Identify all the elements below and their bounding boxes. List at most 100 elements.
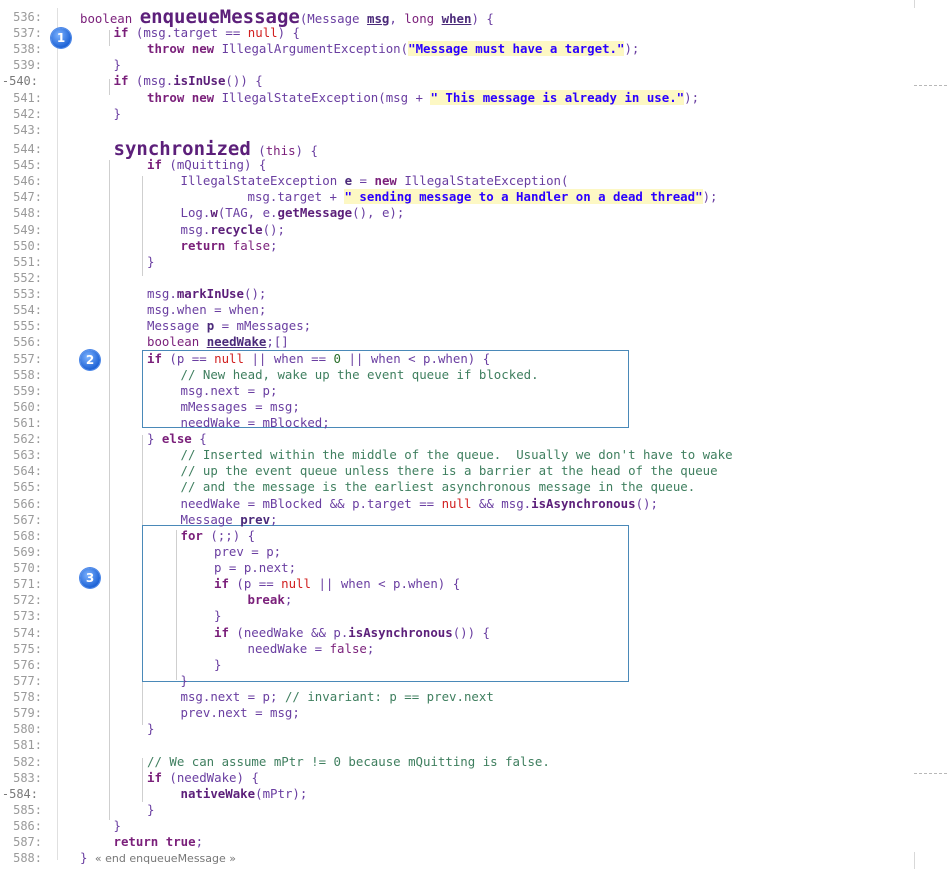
code-line: 575:needWake = false;: [0, 641, 947, 657]
line-code: p = p.next;: [214, 560, 297, 576]
line-number: 554:: [13, 303, 42, 318]
code-line: -584:nativeWake(mPtr);: [0, 786, 947, 802]
line-number: 552:: [13, 270, 42, 285]
line-number: 571:: [13, 577, 42, 592]
line-code: needWake = mBlocked;: [180, 415, 330, 430]
line-code: throw new IllegalArgumentException("Mess…: [147, 41, 640, 57]
code-line: 553:msg.markInUse();: [0, 286, 947, 302]
line-code: if (mQuitting) {: [147, 157, 267, 173]
code-line: 568:for (;;) {: [0, 528, 947, 544]
code-line: 557: if (p == null || when == 0 || when <…: [0, 351, 947, 367]
line-code: }: [147, 721, 155, 737]
line-code: throw new IllegalStateException(msg + " …: [147, 89, 700, 105]
code-line: 570: p = p.next;: [0, 560, 947, 576]
code-line: 554: msg.when = when;: [0, 302, 947, 318]
line-code: }: [214, 656, 222, 672]
line-number: 555:: [13, 319, 42, 334]
code-line: 566: needWake = mBlocked && p.target == n…: [0, 496, 947, 512]
line-number: 539:: [13, 58, 42, 73]
code-line: 560:mMessages = msg;: [0, 399, 947, 415]
code-line: 565:// and the message is the earliest a…: [0, 479, 947, 495]
code-line: 548:Log.w(TAG, e.getMessage(), e);: [0, 205, 947, 221]
line-code: if (p == null || when == 0 || when < p.w…: [147, 350, 491, 366]
line-number: 561:: [13, 416, 42, 430]
line-number: 578:: [13, 690, 42, 705]
code-line: 574: if (needWake && p.isAsynchronous()) …: [0, 625, 947, 641]
code-line: 544:synchronized (this) {: [0, 139, 947, 158]
step-marker-3: 3: [80, 568, 100, 588]
highlight-box-for-loop: [142, 525, 629, 682]
gutter-separator: [57, 8, 58, 860]
code-line: 549:msg.recycle();: [0, 222, 947, 238]
line-number: 573:: [13, 609, 42, 624]
line-number: 565:: [13, 480, 42, 495]
scrollbar-edge-top: [914, 0, 915, 8]
line-code: prev.next = msg;: [180, 705, 300, 721]
line-number: -584:: [1, 786, 38, 801]
code-line: 588:} « end enqueueMessage »: [0, 850, 947, 866]
line-code: // Inserted within the middle of the que…: [180, 447, 733, 463]
line-number: 546:: [13, 174, 42, 189]
line-code: IllegalStateException e = new IllegalSta…: [180, 173, 569, 189]
block-guide: [142, 758, 143, 802]
code-line: 556:boolean needWake;[]: [0, 334, 947, 350]
code-line: 537:if (msg.target == null) {: [0, 25, 947, 41]
line-code: needWake = false;: [247, 640, 375, 656]
line-code: if (msg.target == null) {: [113, 25, 301, 41]
code-line: 579: prev.next = msg;: [0, 705, 947, 721]
line-number: 563:: [13, 448, 42, 463]
line-code: Log.w(TAG, e.getMessage(), e);: [180, 205, 405, 221]
line-number: 570:: [13, 561, 42, 576]
line-number: 564:: [13, 464, 42, 479]
line-code: needWake = mBlocked && p.target == null …: [180, 495, 658, 511]
block-guide: [109, 30, 110, 46]
code-line: 545: if (mQuitting) {: [0, 157, 947, 173]
line-number: 543:: [13, 122, 42, 137]
line-code: }: [113, 818, 121, 833]
line-code: msg.next = p; // invariant: p == prev.ne…: [180, 689, 494, 705]
line-number: 547:: [13, 190, 42, 205]
line-number: 558:: [13, 367, 42, 382]
step-marker-2: 2: [80, 350, 100, 370]
line-code: msg.target + " sending message to a Hand…: [247, 189, 718, 205]
code-line: 536:boolean enqueueMessage(Message msg, …: [0, 8, 947, 27]
line-code: mMessages = msg;: [180, 398, 300, 414]
block-guide: [109, 160, 110, 820]
line-code: boolean needWake;[]: [147, 334, 289, 350]
line-number: 587:: [13, 835, 42, 850]
line-number: 581:: [13, 738, 42, 753]
line-code: msg.when = when;: [147, 302, 267, 318]
line-number: 551:: [13, 254, 42, 269]
line-code: }: [147, 801, 155, 817]
line-code: }: [147, 253, 155, 269]
code-line: 587:return true;: [0, 834, 947, 850]
line-code: }: [180, 672, 188, 688]
line-code: prev = p;: [214, 543, 282, 559]
line-number: 566:: [13, 496, 42, 511]
code-line: 582:// We can assume mPtr != 0 because m…: [0, 754, 947, 770]
line-code: Message p = mMessages;: [147, 318, 312, 334]
code-line: 558:// New head, wake up the event queue…: [0, 367, 947, 383]
line-number: 580:: [13, 722, 42, 737]
line-code: return false;: [180, 237, 278, 253]
line-number: 577:: [13, 673, 42, 688]
code-line: 567:Message prev;: [0, 512, 947, 528]
line-number: 583:: [13, 770, 42, 785]
scrollbar-edge-bottom: [914, 852, 915, 869]
line-code: }: [113, 57, 121, 73]
line-number: 569:: [13, 544, 42, 559]
line-code: }: [214, 608, 222, 624]
code-line: 578: msg.next = p; // invariant: p == pre…: [0, 689, 947, 705]
fold-marker-top: [914, 85, 947, 87]
line-number: 557:: [13, 351, 42, 366]
line-number: 550:: [13, 238, 42, 253]
code-line: 571:if (p == null || when < p.when) {: [0, 576, 947, 592]
line-number: 541:: [13, 90, 42, 105]
line-code: if (needWake) {: [147, 769, 259, 785]
line-code: } « end enqueueMessage »: [80, 850, 237, 866]
line-number: 579:: [13, 706, 42, 721]
line-number: 545:: [13, 158, 42, 173]
line-number: 574:: [13, 625, 42, 640]
line-code: if (needWake && p.isAsynchronous()) {: [214, 624, 491, 640]
